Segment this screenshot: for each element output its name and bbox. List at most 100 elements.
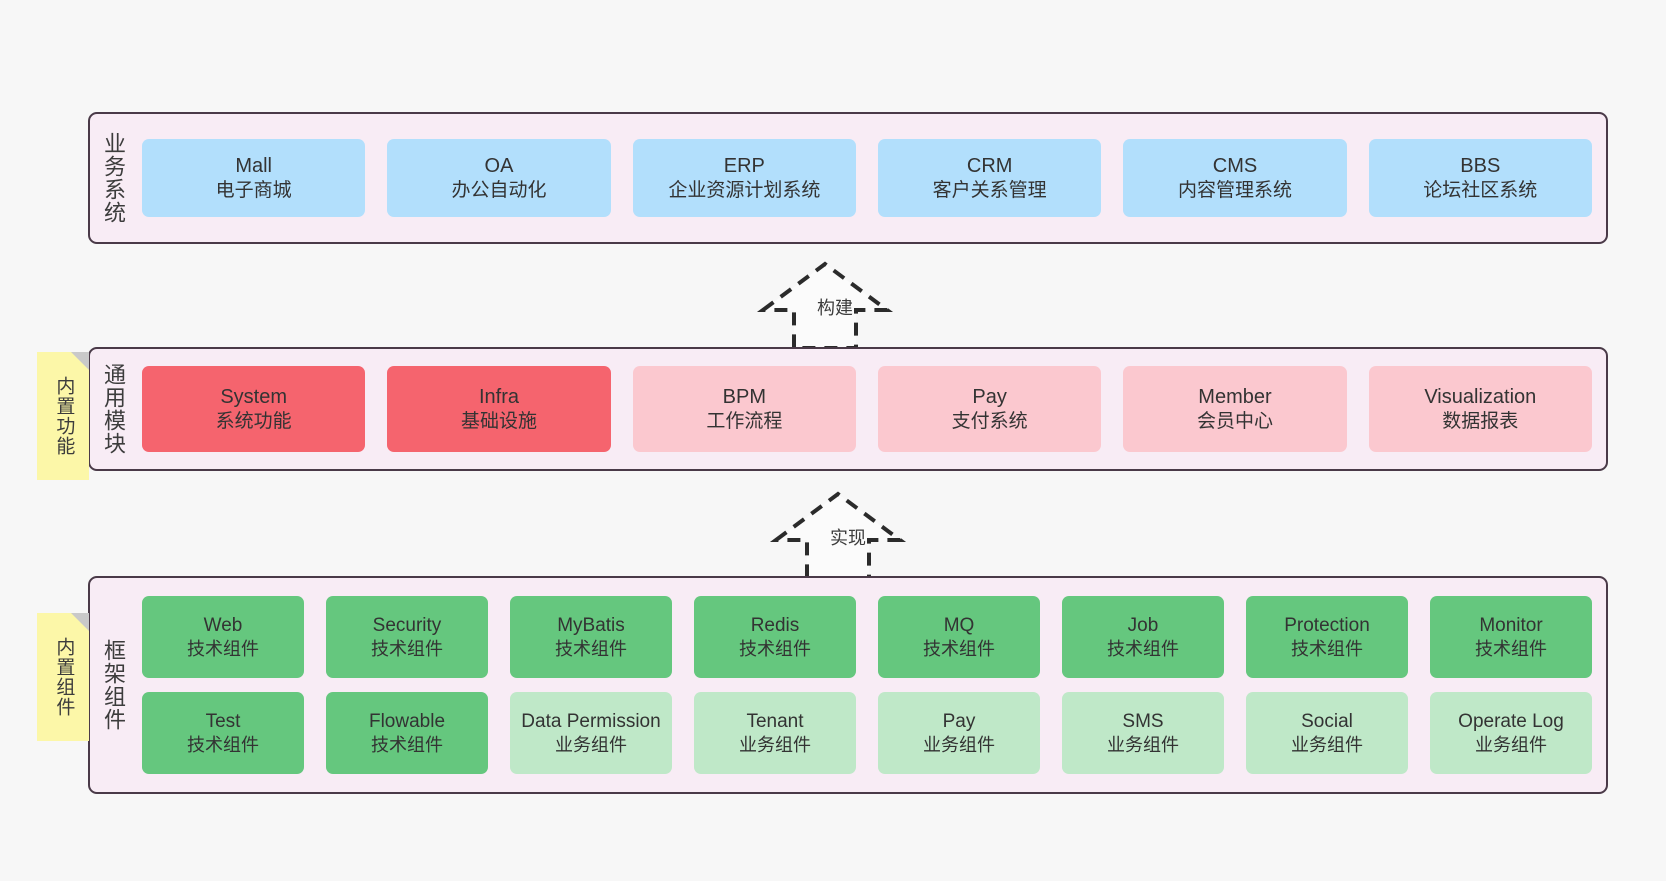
box-operate-log-subtitle: 业务组件: [1475, 734, 1547, 755]
box-flowable-title: Flowable: [368, 711, 446, 733]
note-builtin-component-label: 内置组件: [53, 637, 75, 717]
box-mq-subtitle: 技术组件: [923, 638, 995, 659]
box-infra-subtitle: 基础设施: [460, 410, 537, 432]
box-erp-subtitle: 企业资源计划系统: [668, 179, 821, 201]
box-bbs[interactable]: BBS 论坛社区系统: [1368, 139, 1592, 217]
box-cms[interactable]: CMS 内容管理系统: [1123, 139, 1347, 217]
box-redis[interactable]: Redis 技术组件: [694, 596, 856, 678]
box-web-subtitle: 技术组件: [187, 638, 259, 659]
box-pay-component-subtitle: 业务组件: [923, 734, 995, 755]
box-mq-title: MQ: [943, 615, 975, 637]
layer-common-module: 通用模块 System 系统功能 Infra 基础设施 BPM 工作流程 Pay…: [88, 347, 1608, 471]
box-cms-subtitle: 内容管理系统: [1177, 179, 1292, 201]
note-builtin-component: 内置组件: [37, 613, 89, 741]
layer-common-module-title: 通用模块: [100, 363, 126, 455]
box-social-subtitle: 业务组件: [1291, 734, 1363, 755]
box-mybatis-subtitle: 技术组件: [555, 638, 627, 659]
layer-framework-component-title: 框架组件: [100, 639, 126, 731]
note-fold-corner-icon: [71, 352, 89, 370]
box-redis-title: Redis: [750, 615, 800, 637]
box-test-subtitle: 技术组件: [187, 734, 259, 755]
box-tenant-title: Tenant: [746, 711, 804, 733]
connector-implement: 实现: [768, 488, 928, 584]
box-mybatis[interactable]: MyBatis 技术组件: [510, 596, 672, 678]
box-row: Mall 电子商城 OA 办公自动化 ERP 企业资源计划系统 CRM 客户关系…: [142, 139, 1592, 217]
box-bbs-subtitle: 论坛社区系统: [1423, 179, 1538, 201]
box-security-subtitle: 技术组件: [371, 638, 443, 659]
box-monitor-subtitle: 技术组件: [1475, 638, 1547, 659]
box-data-permission-title: Data Permission: [521, 711, 661, 733]
box-job[interactable]: Job 技术组件: [1062, 596, 1224, 678]
box-monitor-title: Monitor: [1479, 615, 1543, 637]
box-monitor[interactable]: Monitor 技术组件: [1430, 596, 1592, 678]
box-job-title: Job: [1127, 615, 1159, 637]
box-job-subtitle: 技术组件: [1107, 638, 1179, 659]
box-protection-title: Protection: [1284, 615, 1370, 637]
box-bpm[interactable]: BPM 工作流程: [632, 366, 856, 452]
box-bpm-subtitle: 工作流程: [706, 410, 783, 432]
generalization-arrow-icon: [756, 261, 894, 350]
layer-business-system: 业务系统 Mall 电子商城 OA 办公自动化 ERP 企业资源计划系统 CRM…: [88, 112, 1608, 244]
box-row: System 系统功能 Infra 基础设施 BPM 工作流程 Pay 支付系统…: [142, 366, 1592, 452]
box-redis-subtitle: 技术组件: [739, 638, 811, 659]
generalization-arrow-icon: [769, 491, 907, 580]
box-pay-module-subtitle: 支付系统: [951, 410, 1028, 432]
box-social-title: Social: [1301, 711, 1353, 733]
box-oa-title: OA: [484, 154, 514, 177]
box-security[interactable]: Security 技术组件: [326, 596, 488, 678]
box-flowable-subtitle: 技术组件: [371, 734, 443, 755]
box-sms-title: SMS: [1122, 711, 1164, 733]
box-social[interactable]: Social 业务组件: [1246, 692, 1408, 774]
box-system-title: System: [220, 385, 287, 408]
box-visualization[interactable]: Visualization 数据报表: [1368, 366, 1592, 452]
box-row-technical: Web 技术组件 Security 技术组件 MyBatis 技术组件 Redi…: [142, 596, 1592, 678]
box-system[interactable]: System 系统功能: [142, 366, 366, 452]
box-erp[interactable]: ERP 企业资源计划系统: [632, 139, 856, 217]
box-mall-title: Mall: [235, 154, 272, 177]
box-mall[interactable]: Mall 电子商城: [142, 139, 366, 217]
box-tenant-subtitle: 业务组件: [739, 734, 811, 755]
layer-framework-component-body: Web 技术组件 Security 技术组件 MyBatis 技术组件 Redi…: [136, 578, 1606, 792]
box-sms[interactable]: SMS 业务组件: [1062, 692, 1224, 774]
box-visualization-subtitle: 数据报表: [1442, 410, 1519, 432]
box-test[interactable]: Test 技术组件: [142, 692, 304, 774]
box-pay-module[interactable]: Pay 支付系统: [877, 366, 1102, 452]
box-web[interactable]: Web 技术组件: [142, 596, 304, 678]
box-erp-title: ERP: [723, 154, 765, 177]
box-infra[interactable]: Infra 基础设施: [387, 366, 611, 452]
box-mall-subtitle: 电子商城: [215, 179, 292, 201]
box-data-permission-subtitle: 业务组件: [555, 734, 627, 755]
box-member-subtitle: 会员中心: [1196, 410, 1273, 432]
box-web-title: Web: [203, 615, 243, 637]
box-oa[interactable]: OA 办公自动化: [387, 139, 611, 217]
box-data-permission[interactable]: Data Permission 业务组件: [510, 692, 672, 774]
box-pay-component[interactable]: Pay 业务组件: [878, 692, 1040, 774]
box-bbs-title: BBS: [1460, 154, 1501, 177]
connector-build-label: 构建: [817, 298, 853, 318]
box-tenant[interactable]: Tenant 业务组件: [694, 692, 856, 774]
box-test-title: Test: [205, 711, 241, 733]
note-builtin-function-label: 内置功能: [53, 376, 75, 456]
box-bpm-title: BPM: [722, 385, 766, 408]
box-system-subtitle: 系统功能: [215, 410, 292, 432]
box-row-business: Test 技术组件 Flowable 技术组件 Data Permission …: [142, 692, 1592, 774]
box-crm[interactable]: CRM 客户关系管理: [877, 139, 1102, 217]
layer-framework-component: 框架组件 Web 技术组件 Security 技术组件 MyBatis 技术组件…: [88, 576, 1608, 794]
box-pay-module-title: Pay: [972, 385, 1007, 408]
box-cms-title: CMS: [1212, 154, 1258, 177]
box-member-title: Member: [1198, 385, 1272, 408]
box-protection[interactable]: Protection 技术组件: [1246, 596, 1408, 678]
box-sms-subtitle: 业务组件: [1107, 734, 1179, 755]
box-member[interactable]: Member 会员中心: [1123, 366, 1347, 452]
box-operate-log[interactable]: Operate Log 业务组件: [1430, 692, 1592, 774]
note-fold-corner-icon: [71, 613, 89, 631]
connector-build: 构建: [755, 258, 915, 354]
layer-common-module-body: System 系统功能 Infra 基础设施 BPM 工作流程 Pay 支付系统…: [136, 349, 1606, 469]
box-mq[interactable]: MQ 技术组件: [878, 596, 1040, 678]
connector-implement-label: 实现: [830, 528, 866, 548]
box-visualization-title: Visualization: [1424, 385, 1537, 408]
box-flowable[interactable]: Flowable 技术组件: [326, 692, 488, 774]
box-security-title: Security: [372, 615, 442, 637]
box-operate-log-title: Operate Log: [1458, 711, 1564, 733]
